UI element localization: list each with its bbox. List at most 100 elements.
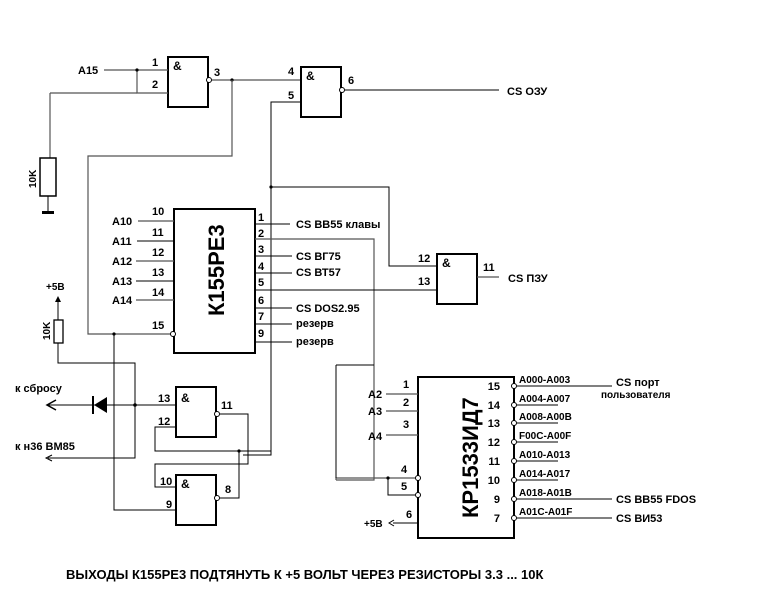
arrow-left-icon [44, 454, 53, 462]
gate-3-pin-12: 12 [418, 253, 430, 265]
wire-g4-out-to-g5 [154, 413, 249, 488]
wire-g5-out [220, 451, 240, 499]
junction [237, 449, 241, 453]
gate-5-output-bubble [214, 495, 220, 501]
gate-5-pin-10: 10 [160, 476, 172, 488]
gate-4: & 13 12 11 [158, 386, 233, 438]
decoder-output-bubble [511, 515, 517, 521]
decoder-output-label: CS порт [616, 377, 660, 389]
decoder-output-pin: 11 [488, 456, 500, 468]
gate-4-body [175, 386, 217, 438]
junction [135, 68, 139, 72]
label-cs-ozu: CS ОЗУ [507, 86, 547, 98]
decoder-input-a4: A4 [368, 431, 383, 443]
rom-pin-9: 9 [258, 328, 264, 340]
decoder-output-pin: 9 [494, 494, 500, 506]
decoder-pin-5-bubble [415, 492, 421, 498]
decoder-output-range: A008-A00B [519, 412, 572, 423]
decoder-output-range: A018-A01B [519, 488, 572, 499]
rom-pin-7: 7 [258, 311, 264, 323]
gate-5: & 10 9 8 [160, 474, 231, 526]
gate-1: & 1 2 3 [152, 56, 220, 108]
footnote: ВЫХОДЫ К155РЕ3 ПОДТЯНУТЬ К +5 ВОЛЬТ ЧЕРЕ… [66, 567, 543, 582]
wire-g2-pin5 [243, 101, 301, 456]
gate-1-output-bubble [206, 77, 212, 83]
gate-3-body [436, 253, 478, 305]
rom-input-a12: A12 [112, 256, 132, 268]
gate-1-pin-2: 2 [152, 79, 158, 91]
gate-4-pin-12: 12 [158, 416, 170, 428]
decoder-pin-1: 1 [403, 379, 409, 391]
rom-pin-10: 10 [152, 206, 164, 218]
arrow-left-icon [45, 399, 57, 411]
decoder-output-label-2: пользователя [601, 390, 671, 401]
resistor-top-body [39, 157, 57, 197]
gate-1-pin-1: 1 [152, 57, 158, 69]
decoder-output-bubble [511, 383, 517, 389]
gate-3-symbol: & [442, 256, 451, 270]
decoder-output-bubble [511, 477, 517, 483]
rom-pin-11: 11 [152, 227, 164, 239]
wire [387, 478, 415, 496]
gate-4-output-bubble [214, 411, 220, 417]
wire-rom-pin2 [255, 238, 375, 481]
resistor-reset-body [53, 319, 64, 344]
gate-5-body [175, 474, 217, 526]
rom-input-a13: A13 [112, 276, 132, 288]
decoder-inputs: 1 A2 2 A3 3 A4 4 5 6 +5В [335, 364, 421, 530]
gate-4-symbol: & [181, 391, 190, 405]
rom-pin-13: 13 [152, 267, 164, 279]
gate-2-pin-6: 6 [348, 75, 354, 87]
decoder-input-a2: A2 [368, 389, 382, 401]
decoder-output-range: A000-A003 [519, 375, 571, 386]
gate-2-pin-4: 4 [288, 66, 295, 78]
gate-3: & 12 13 11 [418, 253, 495, 305]
resistor-reset-label: 10K [42, 321, 53, 340]
rom-pin-2: 2 [258, 228, 264, 240]
decoder-output-pin: 10 [488, 475, 500, 487]
wire-en-to-g5-pin9 [113, 334, 176, 511]
rom-pin-12: 12 [152, 247, 164, 259]
decoder-pin-4-bubble [415, 475, 421, 481]
resistor-top-label: 10K [28, 169, 39, 188]
decoder-chip-name: КР1533ИД7 [458, 397, 483, 518]
rom-out-cs-vg75: CS ВГ75 [296, 251, 341, 263]
decoder-output-range: A010-A013 [519, 450, 571, 461]
wire-reset-pullup [48, 343, 136, 459]
rom-chip: К155РЕ3 [170, 208, 256, 354]
rom-out-cs-dos: CS DOS2.95 [296, 303, 360, 315]
diode-icon [94, 397, 107, 413]
rom-pin-6: 6 [258, 295, 264, 307]
arrow-left-icon [388, 519, 395, 527]
gate-2-pin-5: 5 [288, 90, 294, 102]
decoder-chip-body [417, 376, 515, 539]
gate-2-symbol: & [306, 69, 315, 83]
decoder-pin-5: 5 [401, 481, 407, 493]
label-reset: к сбросу [15, 383, 63, 395]
rom-chip-body [173, 208, 256, 354]
decoder-output-pin: 13 [488, 418, 500, 430]
gate-2: & 4 5 6 [288, 66, 354, 118]
rom-out-cs-vt57: CS ВТ57 [296, 267, 341, 279]
rom-out-reserve-2: резерв [296, 336, 334, 348]
rom-input-a10: A10 [112, 216, 132, 228]
rom-pin-14: 14 [152, 287, 165, 299]
rom-out-reserve-1: резерв [296, 318, 334, 330]
rom-pin-15: 15 [152, 320, 164, 332]
decoder-pin-6: 6 [406, 509, 412, 521]
decoder-output-range: A014-A017 [519, 469, 571, 480]
resistor-top: 10K [28, 157, 57, 214]
wire-to-g3-pin12 [271, 186, 437, 267]
label-cs-pzu: CS ПЗУ [508, 273, 548, 285]
decoder-output-label: CS ВИ53 [616, 513, 662, 525]
decoder-output-bubble [511, 458, 517, 464]
decoder-output-pin: 12 [488, 437, 500, 449]
decoder-pin-3: 3 [403, 419, 409, 431]
rom-out-cs-vv55: CS ВВ55 клавы [296, 219, 380, 231]
rom-pin-3: 3 [258, 244, 264, 256]
decoder-output-bubble [511, 402, 517, 408]
rom-enable-bubble [170, 331, 176, 337]
decoder-output-range: A004-A007 [519, 394, 571, 405]
decoder-output-range: F00C-A00F [519, 431, 571, 442]
